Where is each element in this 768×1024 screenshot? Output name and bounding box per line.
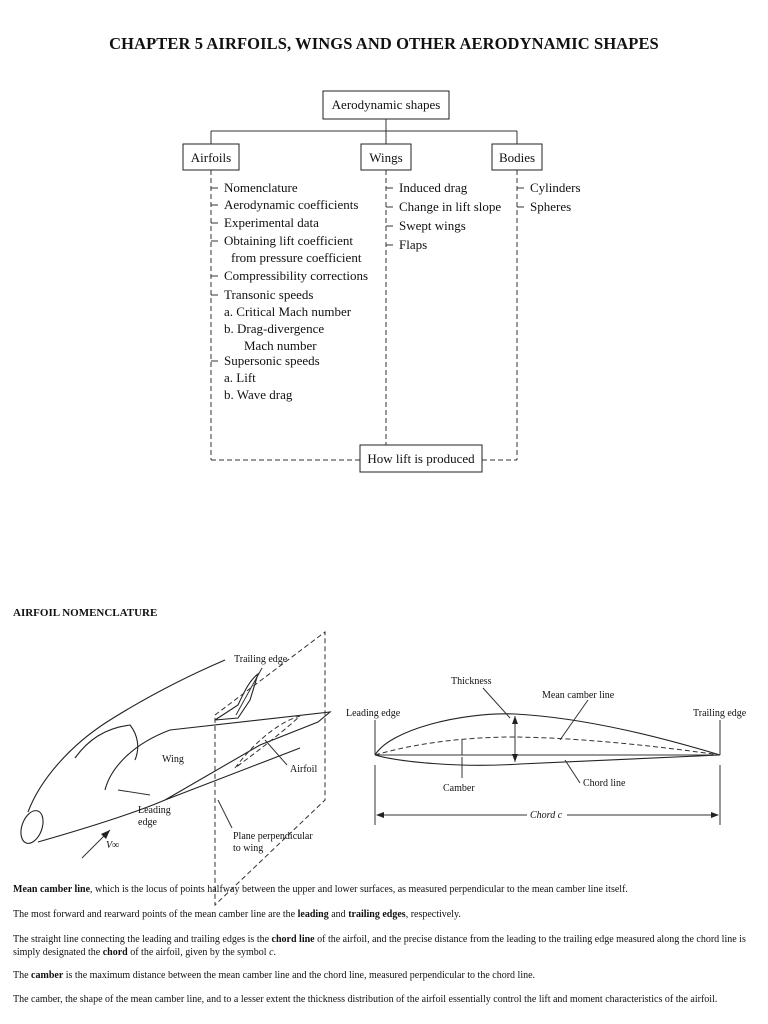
chord-line-label: Chord line [583,778,626,789]
paragraph-text: . [273,946,277,958]
trailing-edge-label: Trailing edge [693,708,747,719]
paragraph-text: The straight line connecting the leading… [13,934,272,945]
paragraph-text: of the airfoil, and the precise distance… [13,934,746,958]
airfoils-item: Obtaining lift coefficient [224,233,353,248]
airfoils-item: b. Wave drag [224,387,293,402]
airfoils-item: from pressure coefficient [231,250,362,265]
paragraph-mean-camber: Mean camber line, which is the locus of … [13,884,755,897]
mean-camber-line-label: Mean camber line [542,690,615,701]
thickness-label: Thickness [451,676,492,687]
root-label: Aerodynamic shapes [332,97,441,112]
bodies-item: Cylinders [530,180,581,195]
paragraph-text: , respectively. [405,909,461,920]
chord-label: Chord c [530,810,563,821]
paragraph-text: The [13,970,32,981]
airfoils-item: Compressibility corrections [224,268,368,283]
wings-header: Wings [369,150,402,165]
paragraph-edges: The most forward and rearward points of … [13,909,755,922]
airfoils-item: b. Drag-divergence [224,321,324,336]
section-heading: AIRFOIL NOMENCLATURE [13,607,158,619]
term-mean-camber-line: Mean camber line [13,884,91,895]
airfoils-item: Mach number [244,338,317,353]
term-trailing-edges: trailing edges [348,909,406,920]
paragraph-control: The camber, the shape of the mean camber… [13,994,755,1007]
bottom-label: How lift is produced [367,451,475,466]
paragraph-text: is the maximum distance between the mean… [63,970,536,981]
wings-item: Change in lift slope [399,199,501,214]
airfoils-item: a. Critical Mach number [224,304,352,319]
velocity-label: V∞ [106,840,119,851]
airfoils-item: Aerodynamic coefficients [224,197,358,212]
leading-edge-label: Leading edge [346,708,401,719]
bodies-item: Spheres [530,199,571,214]
fuselage-nose [20,810,44,844]
term-chord-line: chord line [271,934,315,945]
trailing-edge-label: Trailing edge [234,654,288,665]
leading-edge-label: edge [138,817,157,828]
airfoils-item: Experimental data [224,215,319,230]
bottom-box [359,444,483,473]
camber-label: Camber [443,783,475,794]
wing-label: Wing [162,754,184,765]
airfoils-header: Airfoils [191,150,231,165]
airfoil-label: Airfoil [290,764,317,775]
wings-item: Flaps [399,237,427,252]
page-title: CHAPTER 5 AIRFOILS, WINGS AND OTHER AERO… [109,34,659,53]
airfoils-box [182,143,240,171]
paragraph-chord: The straight line connecting the leading… [13,934,755,959]
bodies-header: Bodies [499,150,535,165]
airfoils-item: Supersonic speeds [224,353,320,368]
airfoils-item: Nomenclature [224,180,298,195]
wings-item: Induced drag [399,180,468,195]
leading-edge-label: Leading [138,805,171,816]
paragraph-text: The most forward and rearward points of … [13,909,298,920]
plane-label: Plane perpendicular [233,831,313,842]
wings-item: Swept wings [399,218,466,233]
term-chord: chord [102,946,128,958]
paragraph-text: of the airfoil, given by the symbol [127,946,270,958]
paragraph-camber: The camber is the maximum distance betwe… [13,970,755,983]
symbol-c: c [269,946,274,958]
paragraph-text: and [328,909,349,920]
term-leading: leading [297,909,329,920]
term-camber: camber [31,970,64,981]
root-box [322,90,450,120]
paragraph-text: , which is the locus of points halfway b… [90,884,628,895]
airfoils-item: a. Lift [224,370,256,385]
plane-label: to wing [233,843,263,854]
airfoils-item: Transonic speeds [224,287,313,302]
paragraph-text: The camber, the shape of the mean camber… [13,994,718,1005]
